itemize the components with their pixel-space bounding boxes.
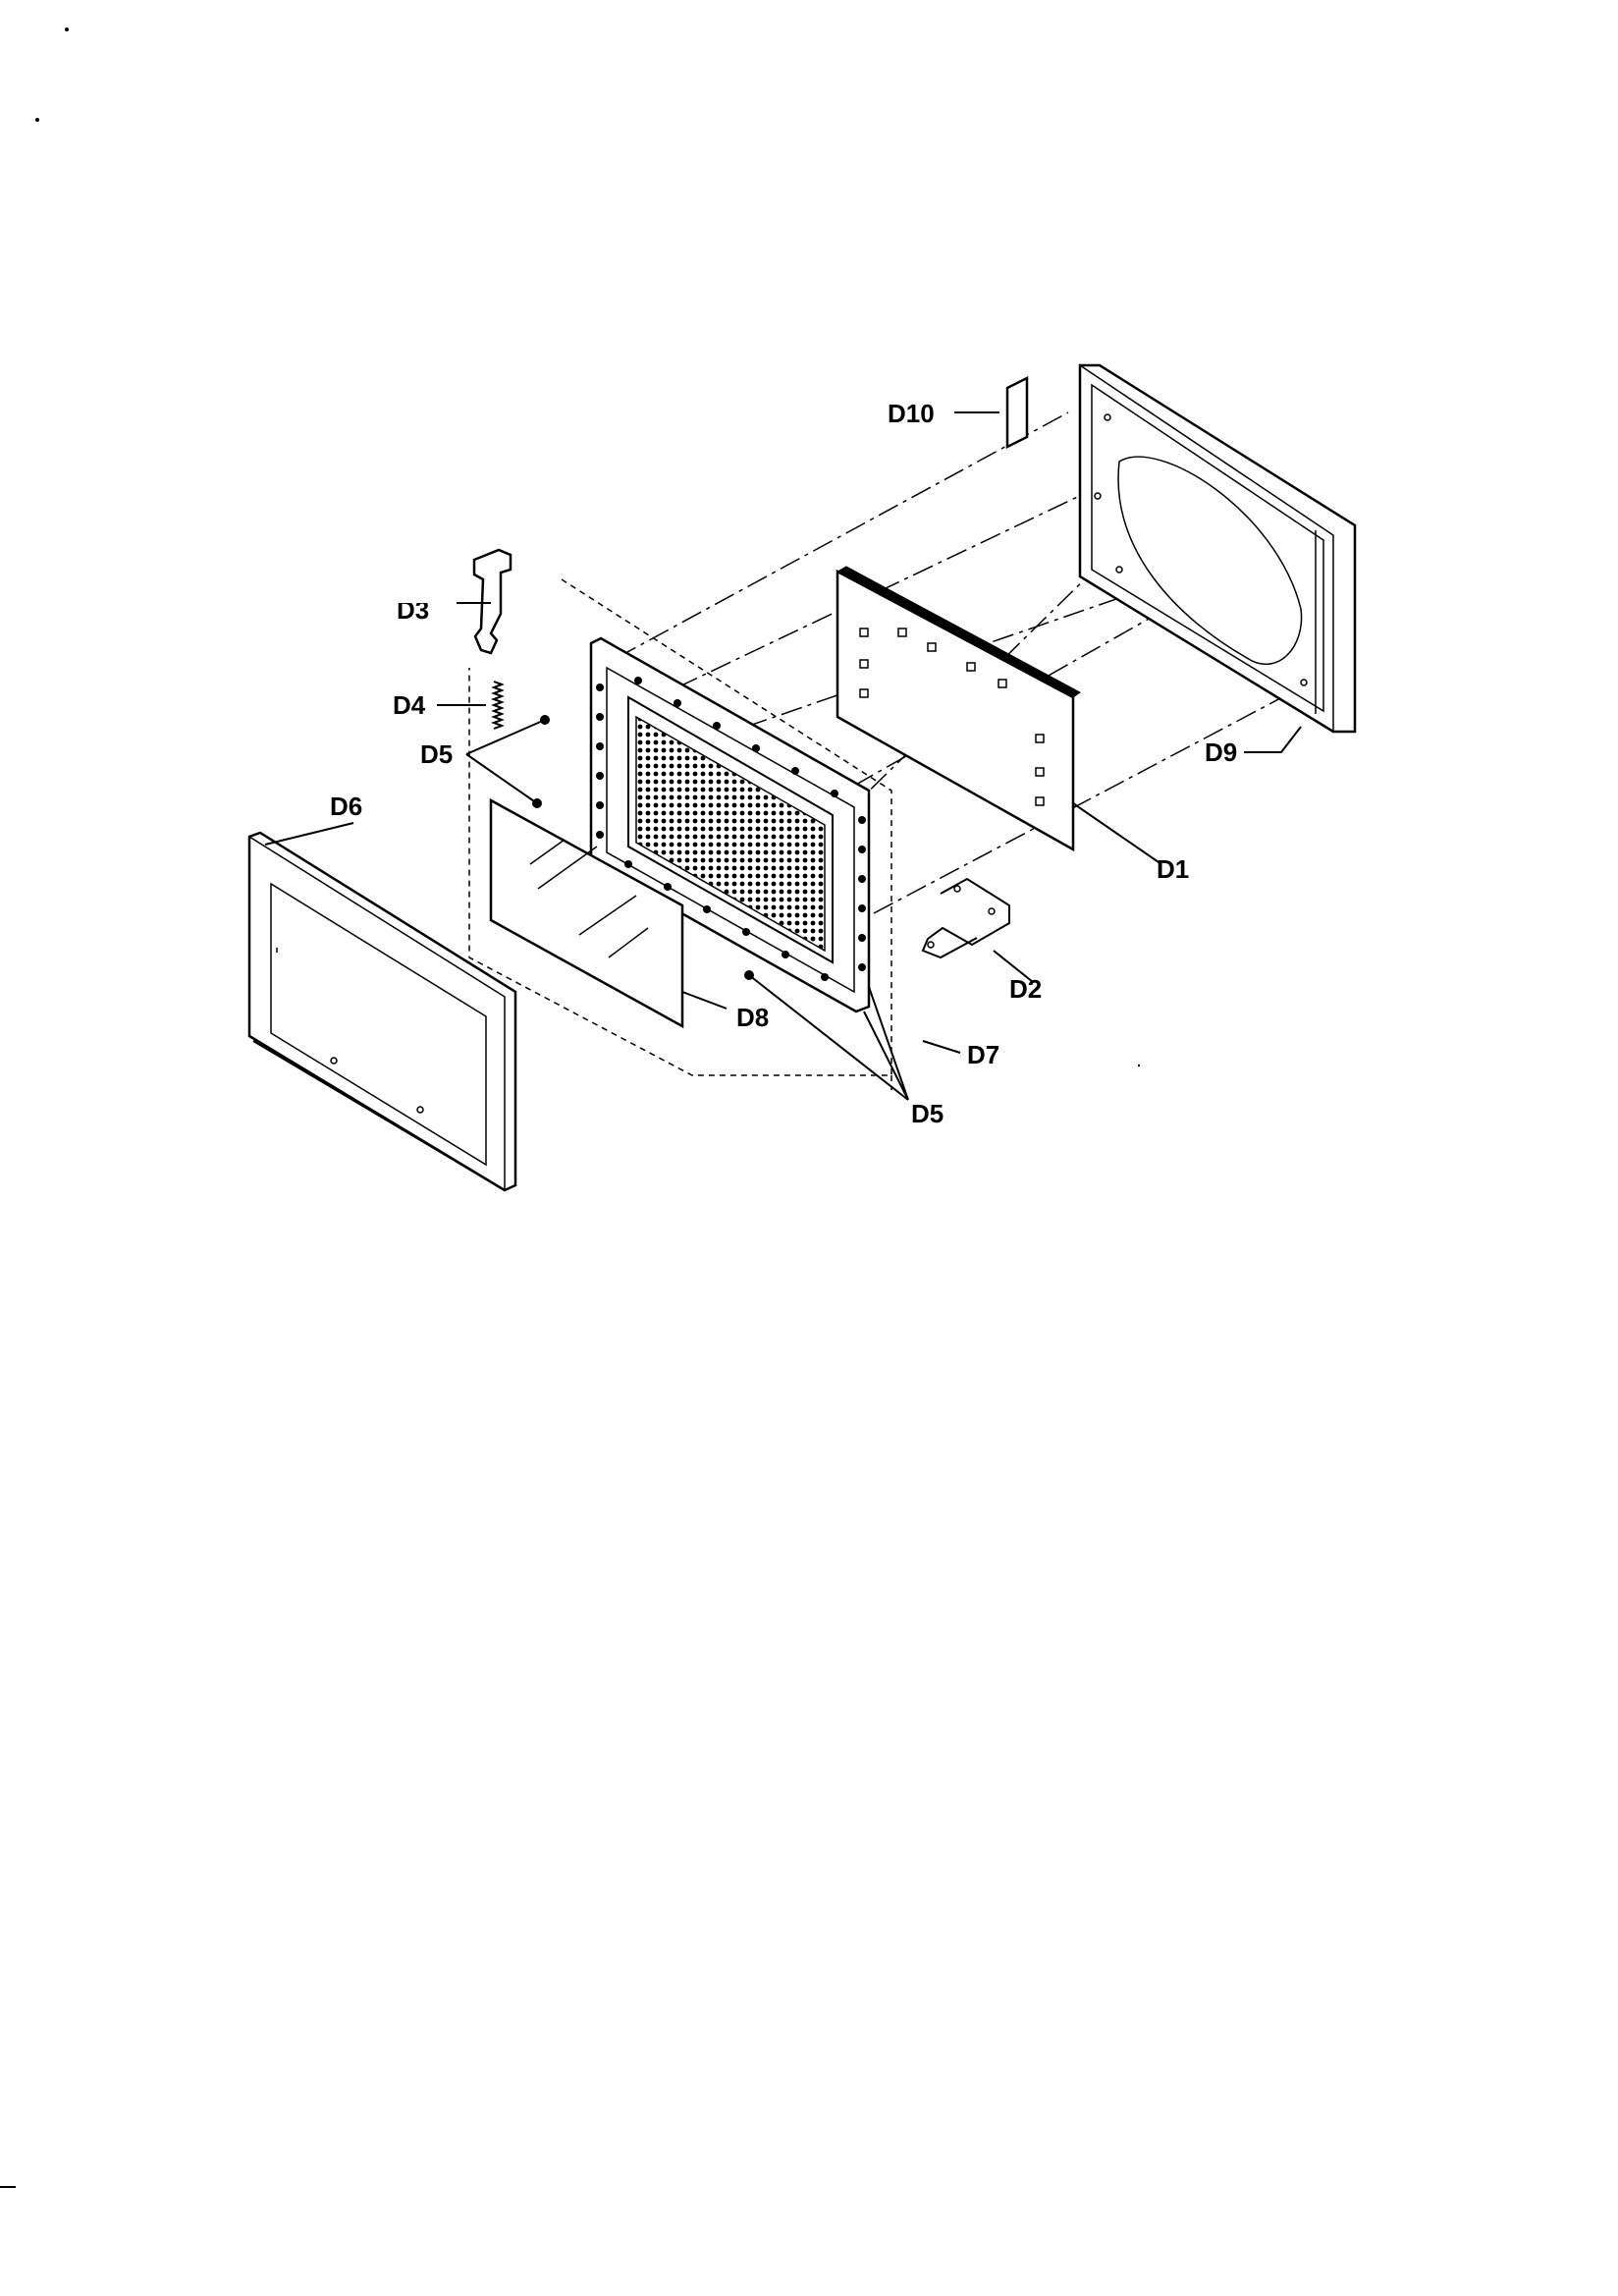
label-d6: D6 bbox=[330, 792, 362, 821]
part-labels: D10 D9 D1 D2 D7 D8 D5 D6 D5 D4 D3 bbox=[330, 399, 1237, 1128]
label-d9: D9 bbox=[1205, 738, 1237, 767]
part-d1-choke-plate bbox=[836, 566, 1081, 852]
label-d2: D2 bbox=[1009, 974, 1042, 1004]
part-d8-glass-panel bbox=[489, 797, 684, 1029]
label-d1: D1 bbox=[1157, 854, 1189, 884]
label-d8: D8 bbox=[736, 1003, 769, 1032]
part-d6-outer-frame bbox=[247, 831, 517, 1192]
label-d7: D7 bbox=[967, 1040, 999, 1069]
part-d3-latch-hook bbox=[472, 548, 512, 655]
label-d4: D4 bbox=[393, 690, 426, 720]
label-d5-left: D5 bbox=[420, 739, 453, 769]
part-d2-hinge-bracket bbox=[921, 877, 1010, 959]
label-d5-bottom: D5 bbox=[911, 1099, 944, 1128]
part-d4-spring bbox=[491, 681, 505, 730]
leader-lines bbox=[264, 411, 1302, 1101]
part-d10-label-plate bbox=[1005, 375, 1029, 450]
part-d9-door-frame bbox=[1078, 363, 1357, 734]
label-d3: D3 bbox=[397, 595, 429, 625]
scan-marks bbox=[0, 27, 1141, 2188]
label-d10: D10 bbox=[888, 399, 935, 428]
panel-edge-tabs bbox=[596, 677, 866, 981]
part-d7-door-panel bbox=[589, 636, 871, 1013]
